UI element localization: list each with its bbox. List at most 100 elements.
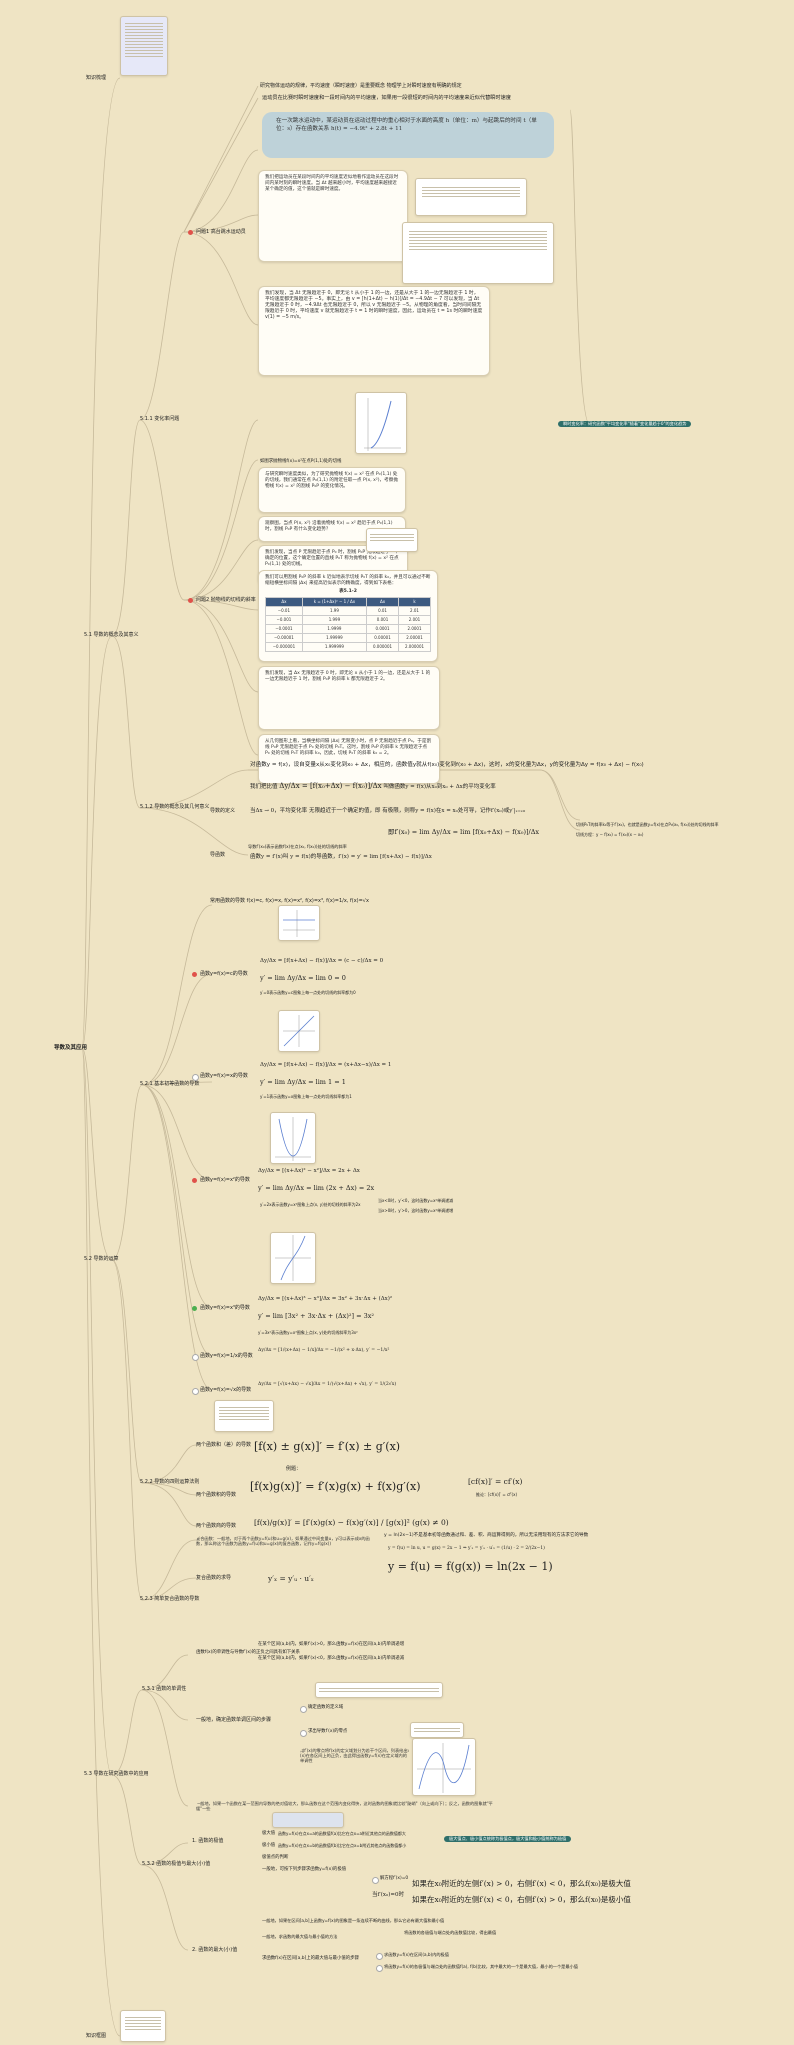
- root-node[interactable]: 导数及其应用: [54, 1045, 88, 1051]
- mono-step[interactable]: 一般地，确定函数单调区间的步骤: [196, 1717, 272, 1723]
- table-cell: 0.00001: [366, 633, 399, 643]
- rule-note: 推论：[cf(x)]′ = cf′(x): [476, 1492, 518, 1497]
- marker-10: [300, 1730, 307, 1737]
- problem-2-label[interactable]: 问题2 抛物线的切线的斜率: [196, 597, 256, 603]
- table-cell: 0.001: [366, 615, 399, 625]
- jump-function-pill: 在一次跳水运动中，某运动员在运动过程中的重心相对于水面的高度 h（单位：m）与起…: [262, 112, 554, 158]
- deriv-p3-c: 有极限，则称y = f(x)在x = x₀处可导，记作f′(x₀)或y′|ₓ₌ₓ…: [382, 808, 526, 814]
- table-cell: −0.0001: [265, 624, 303, 634]
- fx2-label[interactable]: 函数y=f(x)=x²的导数: [200, 1177, 250, 1183]
- table-header-cell: k = (1+Δx)² − 1 / Δx: [301, 597, 368, 607]
- extreme-max-def: 函数y=f(x)在点x=a的函数值f(a)比它在点x=a附近其他点的函数值都大: [278, 1831, 406, 1836]
- marker-11: [372, 1877, 379, 1884]
- graph-square: [270, 1112, 316, 1164]
- branch-5-1-2[interactable]: 5.1.2 导数的概念及其几何意义: [140, 804, 210, 810]
- composite-def: 复合函数：一般地，对于两个函数y=f(u)和u=g(x)，如果通过中间变量u，y…: [196, 1536, 370, 1546]
- red-marker-5: [192, 1178, 197, 1183]
- deriv-p3-b: 无限趋近于一个确定的值，即: [308, 808, 381, 814]
- maxmin-steps[interactable]: 求函数f(x)在区间[a,b]上的最大值与最小值的步骤: [262, 1956, 359, 1961]
- deriv-func: 函数y = f′(x)叫 y = f(x)的导函数，f′(x) = y′ = l…: [250, 854, 432, 860]
- table-header-cell: Δx: [265, 597, 303, 607]
- branch-5-2-2[interactable]: 5.2.2 导数的四则运算法则: [140, 1479, 200, 1485]
- tangent-box-5: 我们发现，当 Δx 无限趋近于 0 时，即无论 x 从小于 1 的一边，还是从大…: [258, 666, 440, 730]
- bottom-note[interactable]: 知识框图: [86, 2033, 107, 2039]
- tangent-title: 如图求抛物线f(x)=x²在点P(1,1)处的切线: [260, 459, 342, 464]
- jump-box-1: 我们把运动员在某段时间内的平均速度近似地看作运动员在这段时间内某时刻的瞬时速度。…: [258, 170, 408, 262]
- mono-example: [315, 1682, 443, 1698]
- deriv-def-label[interactable]: 导数的定义: [210, 808, 236, 814]
- rule-quot-label[interactable]: 两个函数商的导数: [196, 1523, 237, 1529]
- extreme-label[interactable]: 1. 函数的极值: [192, 1838, 224, 1844]
- branch-5-2-3[interactable]: 5.2.3 简单复合函数的导数: [140, 1596, 200, 1602]
- fs-label[interactable]: 函数y=f(x)=√x的导数: [200, 1387, 252, 1393]
- deriv-side-2: 切线方程：y − f(x₀) = f′(x₀)(x − x₀): [576, 832, 644, 837]
- rule-prod-label[interactable]: 两个函数积的导数: [196, 1492, 237, 1498]
- fx3-note: y′=3x²表示函数y=x³图象上点(x, y)处的切线斜率为3x²: [258, 1330, 358, 1335]
- maxmin-step-2: 将函数y=f(x)的各极值与端点处的函数值f(a), f(b)比较，其中最大的一…: [384, 1964, 578, 1969]
- marker-4: [192, 1074, 199, 1081]
- mono-2: 在某个区间(a,b)内，如果f′(x)>0，那么函数y=f(x)在区间(a,b)…: [258, 1642, 405, 1647]
- fx-deriv: y′ = lim Δy/Δx = lim 1 = 1: [260, 1078, 346, 1086]
- formula-table-thumb: [214, 1400, 274, 1432]
- extreme-case-1: 如果在x₀附近的左侧f′(x) > 0，右侧f′(x) < 0，那么f(x₀)是…: [412, 1879, 631, 1888]
- table-cell: 2.001: [398, 615, 431, 625]
- branch-5-1-1[interactable]: 5.1.1 变化率问题: [140, 416, 180, 422]
- branch-5-2[interactable]: 5.2 导数的运算: [84, 1256, 119, 1262]
- composite-rule-label[interactable]: 复合函数的求导: [196, 1575, 232, 1581]
- extreme-case-2: 如果在x₀附近的左侧f′(x) < 0，右侧f′(x) > 0，那么f(x₀)是…: [412, 1895, 631, 1904]
- red-marker-3: [192, 972, 197, 977]
- mono-1: 函数f(x)的单调性与导数f′(x)的正负之间具有如下关系: [196, 1650, 300, 1655]
- fs-deriv: Δy/Δx = [√(x+Δx) − √x]/Δx = 1/(√(x+Δx) +…: [258, 1382, 397, 1387]
- extreme-judge[interactable]: 一般地，可按下列步骤求函数y=f(x)的极值: [262, 1867, 347, 1872]
- deriv-func-label[interactable]: 导函数: [210, 852, 226, 858]
- fc-diff: Δy/Δx = [f(x+Δx) − f(x)]/Δx = (c − c)/Δx…: [260, 958, 384, 964]
- fr-label[interactable]: 函数y=f(x)=1/x的导数: [200, 1353, 253, 1359]
- branch-5-3-1[interactable]: 5.3.1 函数的单调性: [142, 1686, 187, 1692]
- extreme-min-def: 函数y=f(x)在点x=b的函数值f(b)比它在点x=b附近其他点的函数值都小: [278, 1843, 407, 1848]
- table-cell: −0.01: [265, 606, 303, 616]
- extreme-tag[interactable]: 极大值点、极小值点统称为极值点，极大值和极小值统称为极值: [444, 1836, 572, 1842]
- rule-cf: [cf(x)]′ = cf′(x): [468, 1477, 523, 1486]
- problem-1-label[interactable]: 问题1 高台跳水运动员: [196, 229, 246, 235]
- deriv-geo: 导数f′(x₀)表示函数f(x)在点(x₀, f(x₀))处的切线的斜率: [248, 844, 347, 849]
- extreme-step-2: 当f′(x₀)=0时: [372, 1892, 404, 1898]
- composite-rule: y′ₓ = y′ᵤ · u′ₓ: [268, 1574, 314, 1583]
- fx2-note-3: 当x>0时，y′>0，这时函数y=x²单调递增: [378, 1208, 454, 1213]
- branch-5-1[interactable]: 5.1 导数的概念及其意义: [84, 632, 139, 638]
- marker-8: [192, 1388, 199, 1395]
- table-cell: −0.00001: [265, 633, 303, 643]
- maxmin-method: 一般地，求函数的最大值与最小值的方法: [262, 1934, 338, 1939]
- fx3-diff: Δy/Δx = [(x+Δx)³ − x³]/Δx = 3x² + 3x·Δx …: [258, 1296, 393, 1302]
- fx-label[interactable]: 函数y=f(x)=x的导数: [200, 1073, 248, 1079]
- fc-label[interactable]: 函数y=f(x)=c的导数: [200, 971, 248, 977]
- side-tag[interactable]: 瞬时变化率：研究函数"平均变化率"随着"变化量趋于0"的变化趋势: [558, 421, 692, 427]
- branch-5-2-1[interactable]: 5.2.1 基本初等函数的导数: [140, 1081, 200, 1087]
- table-header-cell: Δx: [366, 597, 399, 607]
- marker-7: [192, 1354, 199, 1361]
- table-cell: 2.00001: [398, 633, 431, 643]
- maxmin-label[interactable]: 2. 函数的最大(小)值: [192, 1947, 238, 1953]
- graph-const: [278, 905, 320, 941]
- fx2-note-1: y′=2x表示函数y=x²图象上点(x, y)处的切线的斜率为2x: [260, 1202, 361, 1207]
- table-cell: 1.99: [301, 606, 368, 616]
- extreme-judge-title: 极值点的判断: [262, 1855, 289, 1860]
- mono-calc-thumb: [410, 1722, 464, 1738]
- rule-sum-label[interactable]: 两个函数和（差）的导数: [196, 1442, 252, 1448]
- composite-eg-3: y = f(u) = ln u, u = g(x) = 2x − 1 ⇒ y′ₓ…: [388, 1546, 545, 1551]
- fx3-label[interactable]: 函数y=f(x)=x³的导数: [200, 1305, 250, 1311]
- branch-5-3-2[interactable]: 5.3.2 函数的极值与最大(小)值: [142, 1861, 211, 1867]
- top-note[interactable]: 知识梳理: [86, 75, 107, 81]
- tangent-box-6: 从几何图形上看，当横坐标间隔 |Δx| 无限变小时，点 P 无限趋近于点 P₀，…: [258, 734, 440, 784]
- marker-12: [376, 1953, 383, 1960]
- marker-9: [300, 1706, 307, 1713]
- table-cell: 0.000001: [366, 642, 399, 652]
- branch-5-3[interactable]: 5.3 导数在研究函数中的应用: [84, 1771, 149, 1777]
- fx2-deriv: y′ = lim Δy/Δx = lim (2x + Δx) = 2x: [258, 1184, 375, 1192]
- mono-graph: [412, 1738, 476, 1796]
- jump-table-1: [415, 178, 527, 216]
- tangent-box-4: 我们可以用割线 P₀P 的斜率 k 近似地表示切线 P₀T 的斜率 k₀，并且可…: [265, 575, 431, 586]
